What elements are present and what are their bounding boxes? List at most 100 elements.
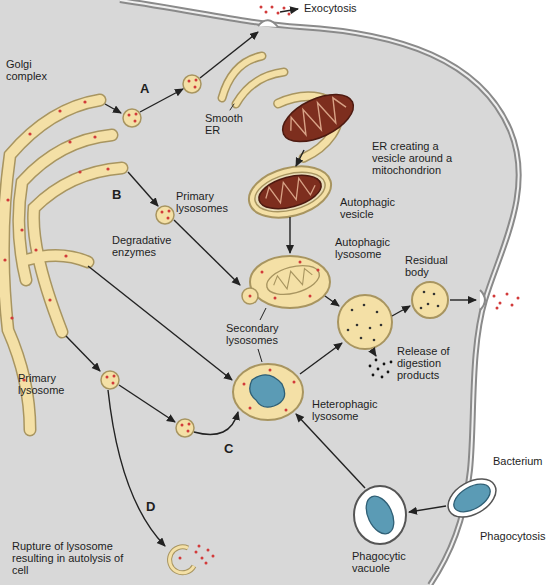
ruptured-lysosome (198, 545, 201, 548)
golgi-complex (3, 258, 6, 261)
ruptured-lysosome (170, 547, 194, 573)
organelle-label: ER creating a vesicle around a mitochond… (372, 140, 456, 176)
ruptured-lysosome (195, 551, 198, 554)
cell (120, 0, 519, 585)
late-lysosome (338, 295, 392, 349)
primary-lysosome-vesicles (176, 419, 194, 437)
primary-lysosome-vesicles (113, 375, 116, 378)
organelle-label: Degradative enzymes (112, 234, 178, 258)
autophagic-lysosome (261, 271, 264, 274)
pathway-arrows (325, 296, 339, 306)
autophagic-lysosome (271, 266, 314, 292)
golgi-complex (34, 168, 122, 332)
organelle-label: Residual body (405, 254, 457, 278)
heterophagic-lysosome (250, 375, 285, 407)
golgi-complex (68, 140, 71, 143)
er-enclosing-mitochondrion (285, 93, 350, 142)
exocytosis-right (480, 290, 520, 310)
late-lysosome (373, 339, 376, 342)
heterophagic-lysosome (293, 381, 296, 384)
golgi-complex (78, 170, 81, 173)
organelle-label: Golgi complex (6, 58, 56, 82)
pathway-arrows (258, 349, 262, 362)
late-lysosome (363, 304, 366, 307)
golgi-complex (3, 100, 109, 381)
digestion-products (372, 374, 375, 377)
cell (0, 0, 519, 585)
golgi-complex (20, 228, 23, 231)
pathway-arrows (392, 306, 410, 316)
golgi-complex (26, 255, 88, 262)
golgi-complex (3, 100, 122, 430)
late-lysosome (376, 311, 379, 314)
exocytosis-right (493, 293, 520, 310)
exocytosis-top (288, 13, 291, 16)
exocytosis-top (271, 6, 274, 9)
autophagic-lysosome (249, 261, 320, 300)
exocytosis-right (517, 297, 520, 300)
pathway-arrows (194, 412, 238, 435)
digestion-products (375, 359, 378, 362)
pathway-arrows (450, 299, 476, 300)
pathway-arrows (108, 390, 165, 546)
pathway-arrows (105, 104, 121, 113)
organelle-label: Smooth ER (205, 112, 249, 136)
ruptured-lysosome (170, 547, 194, 573)
primary-lysosome-vesicles (112, 382, 115, 385)
golgi-complex (106, 167, 109, 170)
residual-body (423, 291, 426, 294)
heterophagic-lysosome (233, 364, 303, 420)
late-lysosome (347, 329, 350, 332)
primary-lysosome-vesicles (128, 114, 131, 117)
exocytosis-right (506, 293, 509, 296)
ruptured-lysosome (179, 545, 215, 565)
pathway-letter: A (140, 82, 154, 96)
exocytosis-right (511, 304, 514, 307)
cell (120, 0, 519, 585)
late-lysosome (338, 295, 392, 349)
phagocytic-vacuole (361, 492, 400, 538)
primary-lysosome-vesicles (167, 217, 170, 220)
heterophagic-lysosome (233, 364, 303, 420)
exocytosis-right (493, 295, 496, 298)
pathway-arrows (296, 150, 304, 166)
primary-lysosome-vesicles (195, 79, 198, 82)
exocytosis-top (265, 11, 268, 14)
golgi-complex (6, 198, 9, 201)
late-lysosome (369, 327, 372, 330)
organelle-label: Secondary lysosomes (226, 322, 292, 346)
pathway-arrows (372, 350, 376, 356)
bacterium (441, 471, 502, 525)
organelle-label: Autophagic vesicle (340, 196, 404, 220)
primary-lysosome-vesicles (101, 75, 201, 437)
primary-lysosome-vesicles (134, 120, 137, 123)
autophagic-lysosome (242, 256, 330, 308)
pathway-arrows (300, 343, 342, 374)
residual-body (427, 303, 430, 306)
residual-body (412, 282, 448, 318)
digestion-products (369, 359, 393, 379)
golgi-complex (10, 316, 13, 319)
organelle-label: Primary lysosome (18, 372, 78, 396)
pathway-arrows (409, 506, 446, 512)
autophagic-lysosome (250, 256, 330, 308)
heterophagic-lysosome (243, 369, 296, 412)
digestion-products (369, 365, 372, 368)
bacterium (449, 478, 495, 517)
primary-lysosome-vesicles (168, 210, 171, 213)
autophagic-vesicle (243, 158, 337, 226)
digestion-products (377, 368, 380, 371)
primary-lysosome-vesicles (188, 423, 191, 426)
ruptured-lysosome (205, 562, 208, 565)
digestion-products (387, 371, 390, 374)
primary-lysosome-vesicles (161, 211, 164, 214)
primary-lysosome-vesicles (183, 75, 201, 93)
pathway-letter: C (224, 442, 238, 456)
ruptured-lysosome (170, 545, 215, 573)
late-lysosome (360, 337, 363, 340)
primary-lysosome-vesicles (106, 376, 109, 379)
pathway-arrows (200, 32, 258, 78)
digestion-products (383, 363, 386, 366)
residual-body (412, 282, 448, 318)
residual-body (437, 305, 440, 308)
